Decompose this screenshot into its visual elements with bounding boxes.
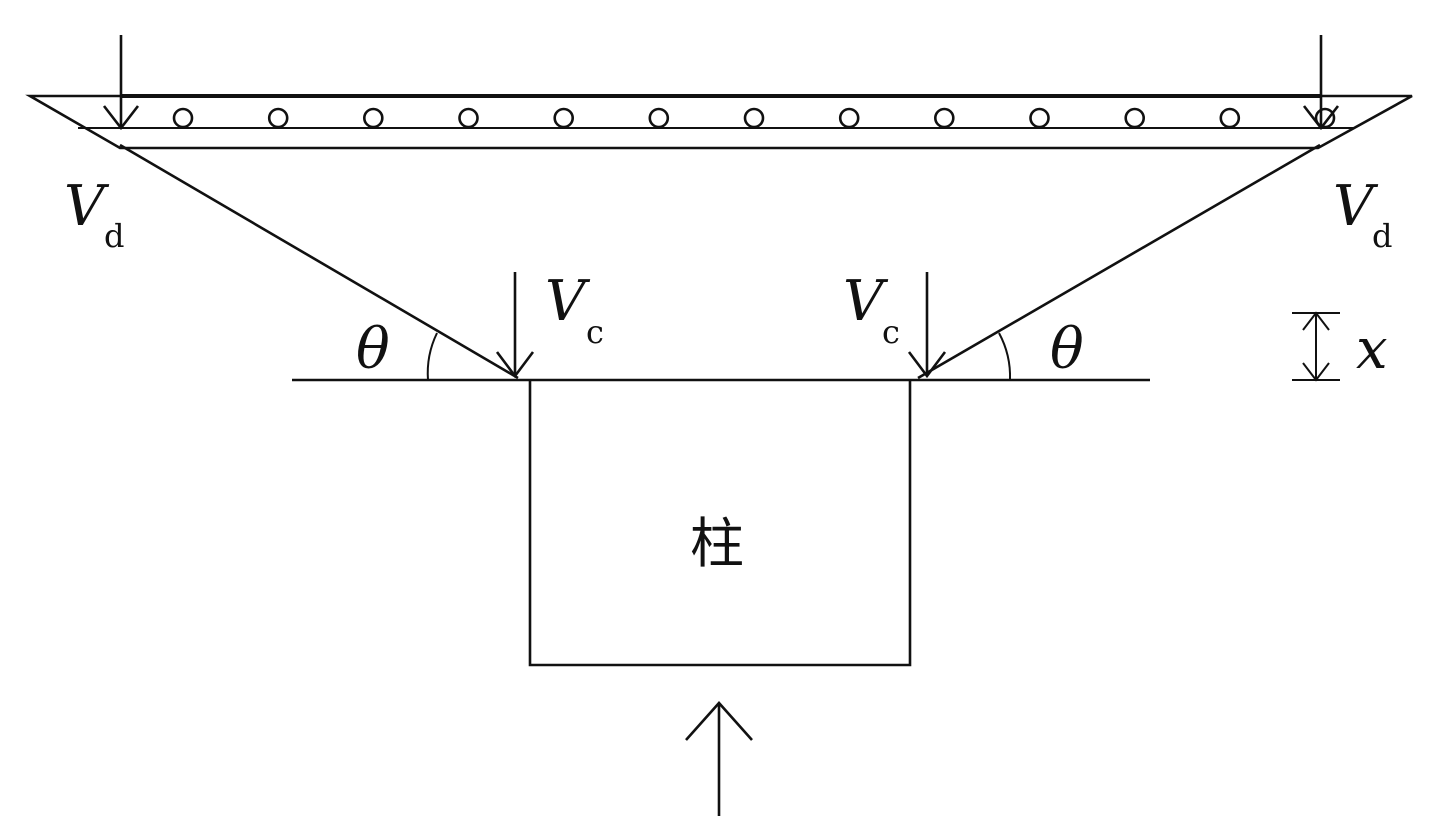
vc-left-subscript: c (586, 313, 604, 351)
rebar-circle (648, 107, 670, 129)
vc-arrow-right (907, 272, 947, 379)
load-arrow-left (102, 35, 140, 131)
strut-right (917, 143, 1321, 380)
rebar-circle (933, 107, 955, 129)
rebar-circle (553, 107, 575, 129)
vd-left-subscript: d (104, 217, 124, 255)
rebar-circle (1219, 107, 1241, 129)
rebar-circle (743, 107, 765, 129)
theta-right-label: θ (1050, 317, 1084, 382)
column-outline (528, 380, 912, 667)
rebar-circle (1124, 107, 1145, 129)
vc-arrow-left (495, 272, 535, 379)
reaction-arrow (685, 701, 753, 816)
strut-left (119, 143, 519, 380)
load-arrow-right (1302, 35, 1340, 131)
vc-left-label: V (545, 269, 591, 334)
rebar-group (172, 107, 1336, 129)
vd-right-label: V (1333, 174, 1379, 239)
vd-right-subscript: d (1372, 217, 1392, 255)
x-dimension (1292, 311, 1340, 382)
rebar-circle (172, 107, 194, 129)
x-dimension-label: x (1356, 317, 1388, 382)
vd-left-label: V (64, 174, 110, 239)
vc-right-label: V (843, 269, 889, 334)
slab-outline (25, 94, 1413, 150)
angle-arc-left (426, 332, 438, 381)
column-label: 柱 (690, 512, 744, 575)
theta-left-label: θ (356, 317, 390, 382)
rebar-circle (362, 107, 384, 129)
rebar-circle (838, 107, 860, 129)
rebar-circle (458, 107, 479, 129)
vc-right-subscript: c (882, 313, 900, 351)
rebar-circle (1029, 107, 1050, 129)
rebar-circle (1314, 107, 1336, 129)
angle-arc-right (998, 332, 1012, 381)
rebar-circle (267, 107, 289, 129)
